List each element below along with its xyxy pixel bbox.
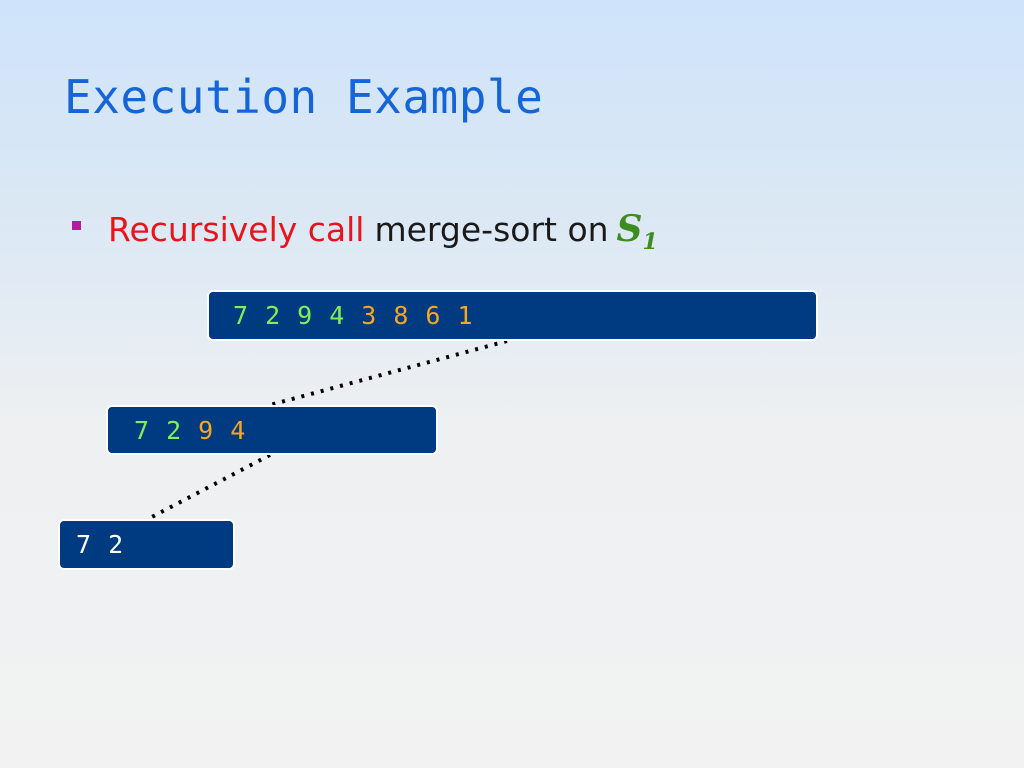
connector-level1-to-level2 [147,453,271,521]
level1-digit: 4 [230,415,246,445]
root-digit: 3 [361,301,377,330]
sequence-box-level2: 7 2 [58,519,235,570]
bullet-square-icon [72,221,81,230]
level2-digit: 7 [76,530,92,559]
sequence-symbol: S1 [616,208,658,255]
level2-digit: 2 [108,530,124,559]
root-digit: 8 [393,301,409,330]
bullet-item: Recursively call merge-sort on S1 [72,208,658,255]
connector-root-to-level1 [269,339,508,407]
bullet-text: merge-sort on [374,210,609,249]
level1-digit: 9 [198,415,214,445]
sequence-box-root: 7 2 9 4 3 8 6 1 [207,290,818,341]
root-digit: 9 [297,301,313,330]
root-digit: 4 [329,301,345,330]
sequence-box-level1: 7 2 9 4 [106,405,438,455]
root-digit: 6 [425,301,441,330]
level1-digit: 2 [166,415,182,445]
level1-digit: 7 [134,415,150,445]
bullet-highlight-text: Recursively call [108,210,365,249]
root-digit: 7 [233,301,249,330]
root-digit: 1 [457,301,473,330]
slide-title: Execution Example [64,70,544,124]
sequence-subscript: 1 [642,229,658,255]
root-digit: 2 [265,301,281,330]
